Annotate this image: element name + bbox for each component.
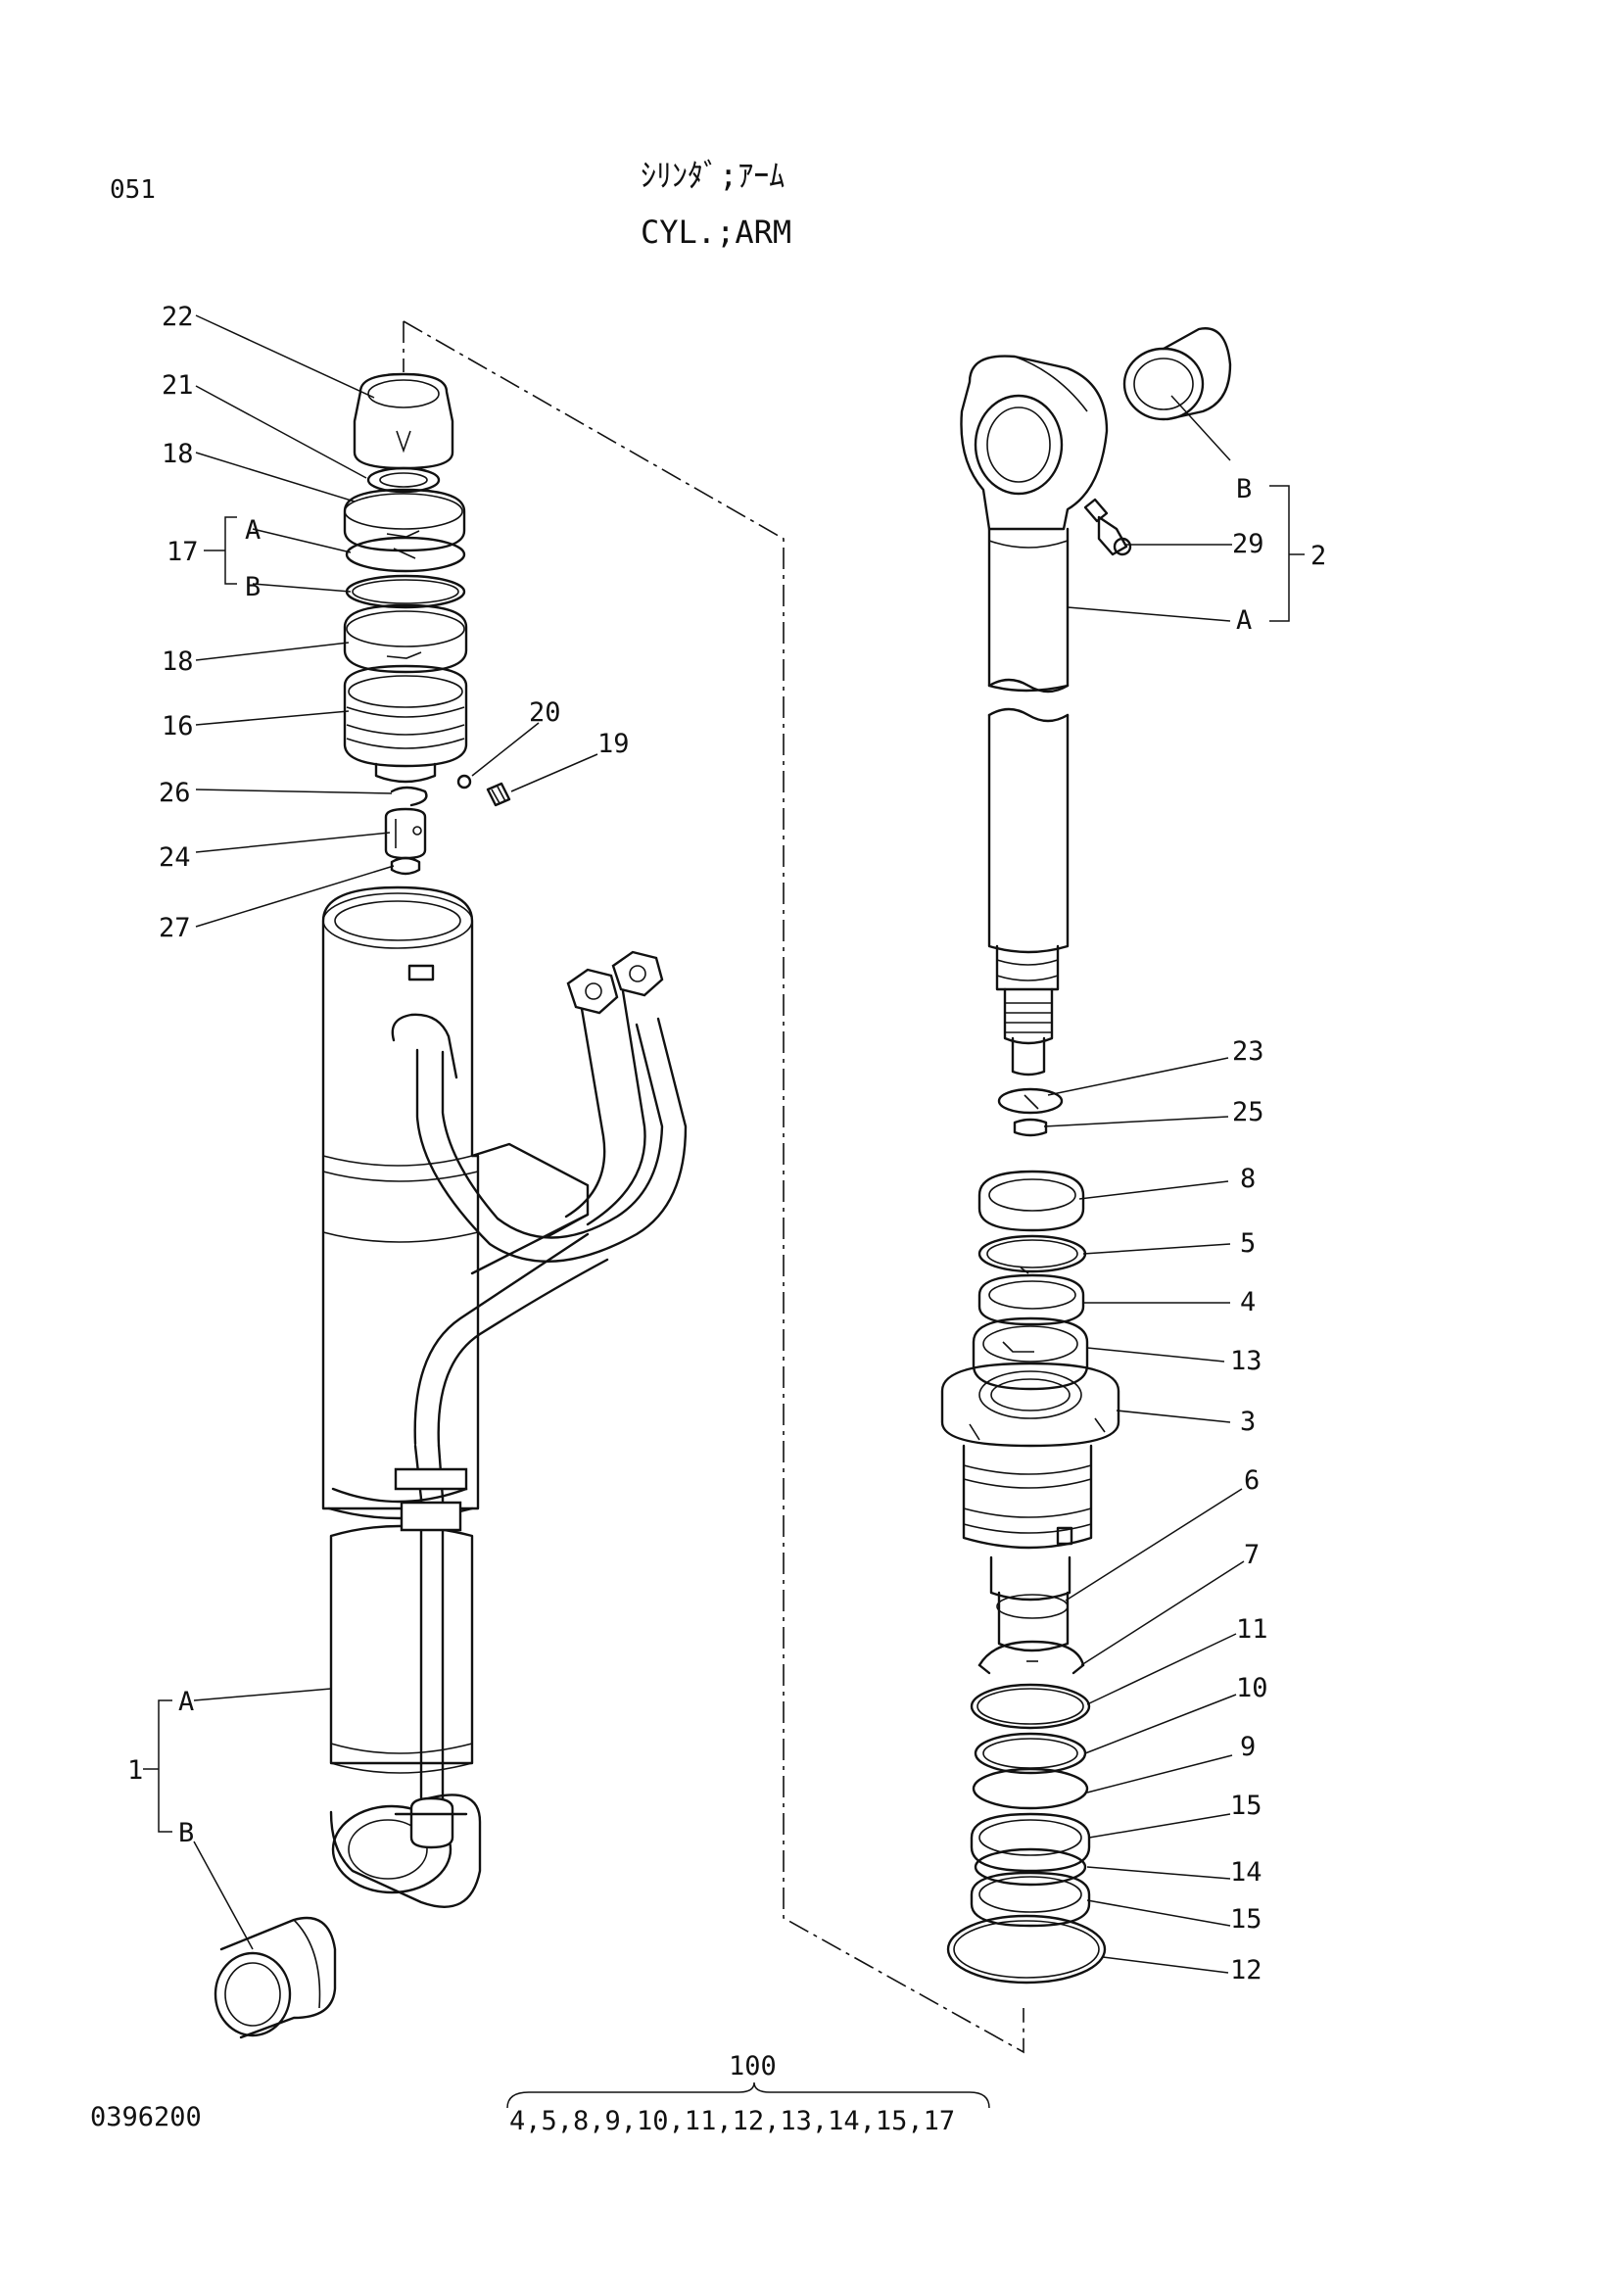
ball-20 [456, 774, 472, 789]
cylinder-tube-1a [321, 885, 482, 1908]
ring-23 [997, 1087, 1064, 1115]
callout-18-lower: 18 [162, 646, 194, 677]
figure-code: 0396200 [90, 2102, 202, 2132]
callout-labels-right: B 29 2 A 23 25 8 5 4 13 3 6 7 11 10 9 15… [1230, 474, 1326, 1985]
kit-contents: 4,5,8,9,10,11,12,13,14,15,17 [509, 2106, 955, 2136]
callout-4: 4 [1240, 1287, 1256, 1317]
grease-fitting-29 [1083, 498, 1132, 556]
assembly-boundary-line [403, 320, 1024, 2054]
callout-2b: B [1236, 474, 1252, 504]
bushing-1b [214, 1916, 337, 2039]
callout-20: 20 [529, 697, 561, 728]
seal-17a [345, 536, 466, 573]
callout-27: 27 [159, 913, 191, 943]
callout-1: 1 [127, 1755, 143, 1786]
seal-4 [977, 1273, 1085, 1326]
callout-8: 8 [1240, 1164, 1256, 1194]
callout-19: 19 [597, 729, 630, 759]
callout-2: 2 [1310, 541, 1326, 571]
callout-18-upper: 18 [162, 439, 194, 469]
callout-25: 25 [1232, 1097, 1264, 1127]
kit-number: 100 [729, 2051, 777, 2081]
callout-7: 7 [1244, 1540, 1260, 1570]
callout-22: 22 [162, 302, 194, 332]
callout-1a: A [178, 1687, 194, 1717]
set-screw-19 [486, 782, 511, 807]
ring-18-lower [343, 603, 468, 674]
ring-15-upper [970, 1812, 1091, 1873]
callout-9: 9 [1240, 1732, 1256, 1762]
callout-labels-left: 22 21 18 17 A B 18 16 20 19 26 24 27 1 A… [127, 302, 630, 1848]
ring-15-lower [970, 1871, 1091, 1928]
ring-27 [390, 856, 421, 876]
callout-26: 26 [159, 778, 191, 808]
callout-1b: B [178, 1818, 194, 1848]
hydraulic-pipes [391, 950, 688, 1849]
callout-10: 10 [1236, 1673, 1268, 1703]
cylinder-head-3 [940, 1362, 1120, 1550]
callout-17b: B [245, 572, 261, 602]
ring-14 [974, 1847, 1087, 1887]
snap-ring-7 [977, 1640, 1085, 1675]
kit-100-group: 100 4,5,8,9,10,11,12,13,14,15,17 [506, 2051, 990, 2136]
title-japanese: ｼﾘﾝﾀﾞ;ｱｰﾑ [641, 157, 785, 194]
callout-15-upper: 15 [1230, 1791, 1262, 1821]
callout-21: 21 [162, 370, 194, 401]
callout-15-lower: 15 [1230, 1904, 1262, 1935]
callout-29: 29 [1232, 529, 1264, 559]
leader-lines-right [1043, 395, 1305, 1974]
callout-6: 6 [1244, 1465, 1260, 1496]
seal-8 [977, 1170, 1085, 1232]
seal-12 [946, 1914, 1107, 1985]
callout-17: 17 [167, 537, 199, 567]
piston-16 [343, 664, 468, 784]
callout-13: 13 [1230, 1346, 1262, 1376]
bushing-13 [972, 1316, 1089, 1391]
ring-9 [972, 1767, 1089, 1810]
cushion-24 [384, 807, 427, 860]
seal-17b [345, 574, 466, 609]
rod-eye-2 [960, 355, 1109, 531]
title-english: CYL.;ARM [641, 214, 791, 251]
ring-10 [974, 1732, 1087, 1775]
piston-nut-22 [353, 372, 454, 470]
ring-25 [1013, 1118, 1048, 1137]
callout-3: 3 [1240, 1407, 1256, 1437]
callout-2a: A [1236, 605, 1252, 636]
bracket [470, 1142, 590, 1275]
bushing-2b [1122, 327, 1232, 421]
ring-5 [977, 1234, 1087, 1274]
page-number: 051 [110, 175, 156, 205]
callout-11: 11 [1236, 1614, 1268, 1645]
callout-14: 14 [1230, 1857, 1262, 1888]
callout-16: 16 [162, 711, 194, 741]
callout-12: 12 [1230, 1955, 1262, 1985]
ring-11 [970, 1683, 1091, 1730]
callout-24: 24 [159, 842, 191, 873]
ring-26 [390, 786, 428, 807]
callout-5: 5 [1240, 1228, 1256, 1259]
ring-21 [366, 466, 441, 494]
piston-rod-2a [987, 527, 1070, 1076]
leader-lines-left [143, 314, 598, 1950]
collar-6 [989, 1555, 1071, 1652]
callout-17a: A [245, 515, 261, 546]
callout-23: 23 [1232, 1036, 1264, 1067]
